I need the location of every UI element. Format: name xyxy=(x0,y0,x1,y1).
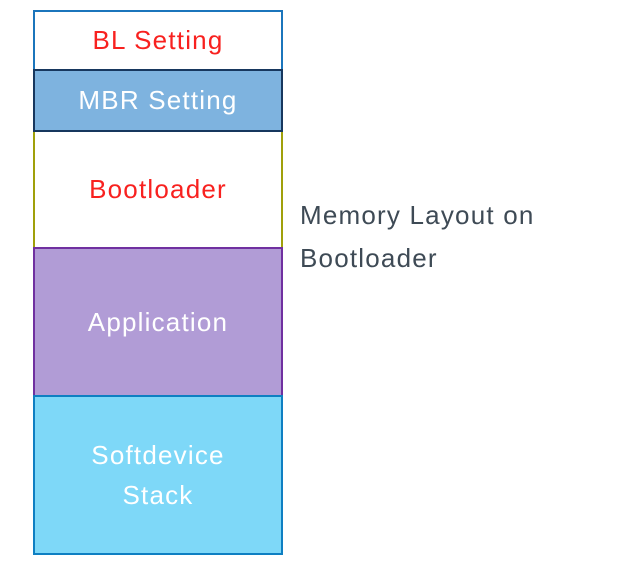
memory-block-label: Application xyxy=(87,306,229,337)
memory-block-label: BL Setting xyxy=(92,25,224,56)
memory-block-bl-setting: BL Setting xyxy=(33,10,283,71)
memory-block-label: Stack xyxy=(122,480,194,510)
caption-line-1: Memory Layout on xyxy=(300,200,535,230)
diagram-caption: Memory Layout on Bootloader xyxy=(300,194,535,280)
memory-block-label: Bootloader xyxy=(89,174,227,205)
caption-line-2: Bootloader xyxy=(300,243,438,273)
memory-block-label: MBR Setting xyxy=(78,85,238,116)
memory-block-bootloader: Bootloader xyxy=(33,130,283,249)
memory-block-mbr-setting: MBR Setting xyxy=(33,69,283,132)
memory-block-application: Application xyxy=(33,247,283,397)
memory-block-label: Softdevice xyxy=(91,439,225,470)
